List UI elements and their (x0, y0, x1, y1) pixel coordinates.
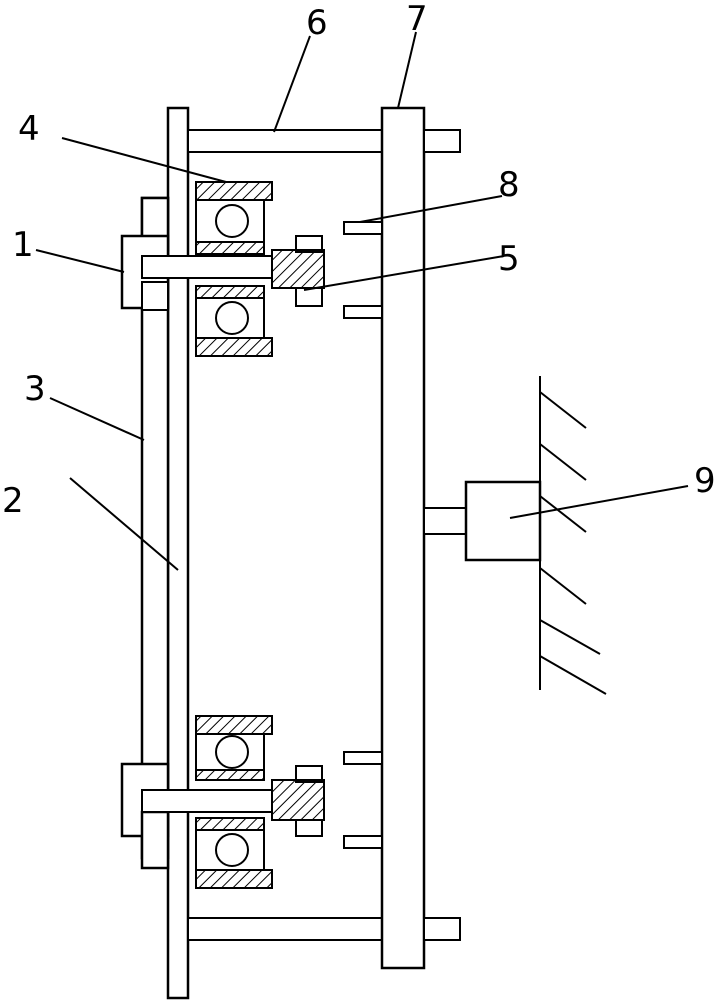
label-7: 7 (406, 0, 428, 39)
upper-bolt-part-1 (120, 196, 273, 311)
label-9: 9 (694, 461, 716, 501)
label-6: 6 (306, 3, 328, 43)
label-1: 1 (12, 225, 34, 265)
upper-bearing-assembly-part-4 (195, 181, 273, 357)
fixed-wall (539, 376, 607, 695)
lower-bolt (120, 762, 273, 870)
actuator-part-9 (423, 480, 542, 562)
label-2: 2 (2, 481, 24, 521)
label-5: 5 (498, 239, 520, 279)
lower-nut (271, 765, 325, 837)
vertical-plate-part-7 (380, 106, 461, 970)
connecting-rods-part-6 (187, 129, 383, 941)
upper-nut-part-5 (271, 235, 325, 307)
vertical-shaft-part-2 (166, 106, 190, 1000)
label-4: 4 (18, 109, 40, 149)
label-3: 3 (24, 369, 46, 409)
part-labels: 1 2 3 4 5 6 7 8 9 (2, 0, 716, 521)
pins-part-8 (343, 221, 383, 849)
label-8: 8 (498, 165, 520, 205)
lower-bearing-assembly (195, 715, 273, 889)
leader-lines (35, 31, 689, 571)
